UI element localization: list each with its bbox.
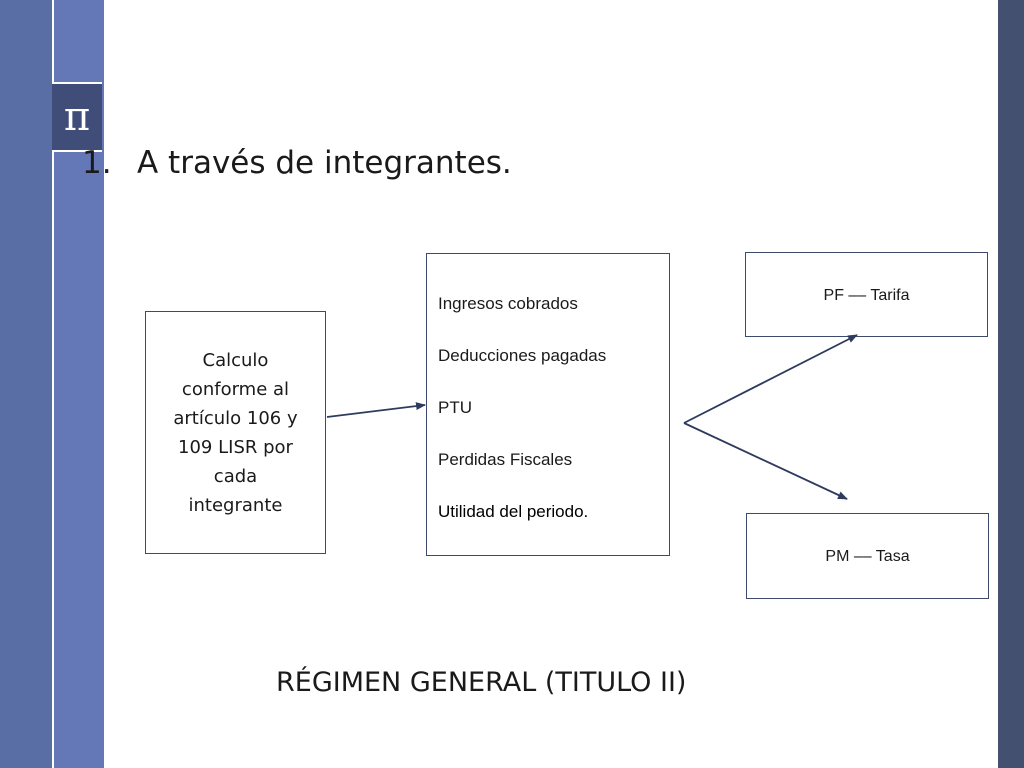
calc-line: cada: [213, 465, 258, 487]
items-box: Ingresos cobrados Deducciones pagadas PT…: [426, 253, 670, 556]
pm-label: PM –– Tasa: [825, 548, 910, 565]
calc-line: Calculo: [202, 349, 269, 371]
pi-icon: π: [52, 82, 102, 152]
arrow-calc-to-list: [326, 402, 426, 418]
pm-box: PM –– Tasa: [746, 513, 989, 599]
list-item: Ingresos cobrados: [438, 294, 578, 313]
list-item: Perdidas Fiscales: [438, 450, 573, 469]
right-band: [998, 0, 1024, 768]
title-number: 1.: [82, 145, 112, 181]
calc-line: artículo 106 y: [173, 407, 298, 429]
list-item: PTU: [438, 398, 472, 417]
calc-box-text: Calculo conforme al artículo 106 y 109 L…: [173, 346, 297, 520]
list-item: Utilidad del periodo.: [438, 502, 589, 521]
slide-title: 1. A través de integrantes.: [82, 145, 512, 181]
calc-line: conforme al: [181, 378, 290, 400]
pf-box: PF –– Tarifa: [745, 252, 988, 337]
calc-line: integrante: [188, 494, 283, 516]
calc-box: Calculo conforme al artículo 106 y 109 L…: [145, 311, 326, 554]
arrow-list-to-pm: [683, 422, 848, 500]
left-band-outer: [0, 0, 52, 768]
footer-text: RÉGIMEN GENERAL (TITULO II): [276, 667, 687, 698]
title-text: A través de integrantes.: [137, 145, 512, 181]
list-item: Deducciones pagadas: [438, 346, 607, 365]
arrow-list-to-pf: [683, 334, 858, 424]
calc-line: 109 LISR por: [178, 436, 293, 458]
pf-label: PF –– Tarifa: [823, 287, 910, 304]
